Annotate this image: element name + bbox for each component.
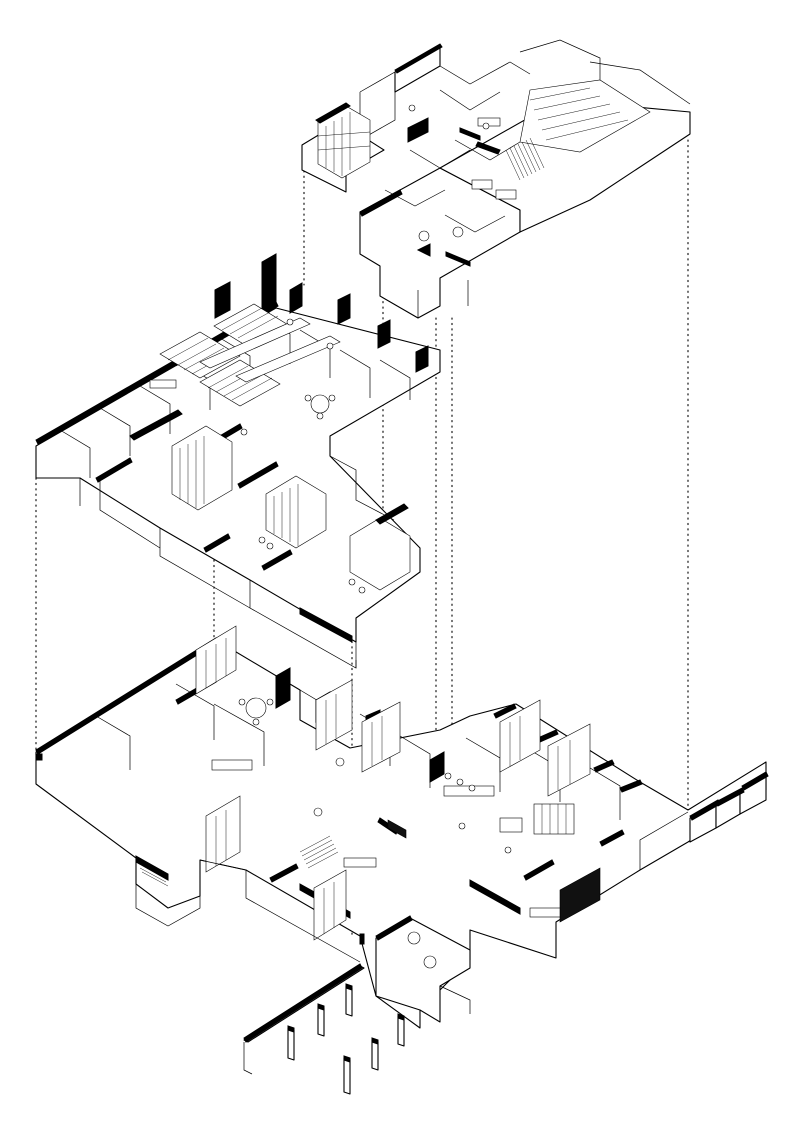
middle-level-axonometric [35, 253, 441, 669]
ground-level-axonometric [35, 625, 769, 1095]
upper-level-axonometric [301, 39, 691, 319]
